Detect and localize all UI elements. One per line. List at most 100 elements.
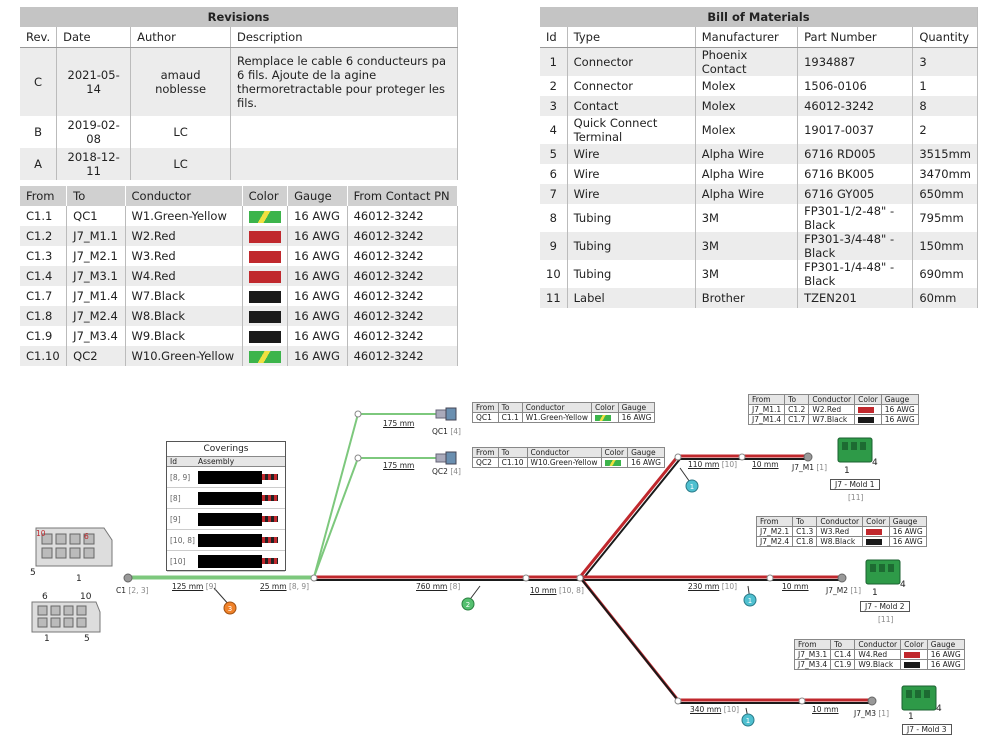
bom-cell: Quick Connect Terminal xyxy=(567,116,696,144)
bom-cell: 7 xyxy=(540,184,568,204)
mini-header-cell: Gauge xyxy=(617,402,656,413)
mini-to: C1.9 xyxy=(830,659,856,670)
color-swatch xyxy=(604,460,621,466)
revision-cell: amaud noblesse xyxy=(130,47,231,116)
mini-from: J7_M2.1 xyxy=(755,526,794,537)
mini-conductor: W2.Red xyxy=(808,404,856,415)
bom-cell: Connector xyxy=(567,47,696,76)
bom-cell: 10 xyxy=(540,260,568,288)
mini-to: C1.7 xyxy=(784,414,810,425)
seg-10-m3-label: 10 mm xyxy=(812,705,839,714)
bom-cell: 3 xyxy=(540,96,568,116)
c1-label: C1 [2, 3] xyxy=(116,586,149,595)
c1b-pin-10-label: 10 xyxy=(80,592,92,602)
m2-pin4: 4 xyxy=(900,580,906,590)
bom-cell: 8 xyxy=(540,204,568,232)
wire-pn: 46012-3242 xyxy=(347,206,459,226)
j7m1-end-node xyxy=(803,452,813,462)
seg-340-label: 340 mm [10] xyxy=(690,705,740,714)
covering-wire-tail xyxy=(262,536,278,543)
wire-to: J7_M1.4 xyxy=(66,286,126,306)
seg-110-label: 110 mm [10] xyxy=(688,460,738,469)
wire-conductor: W8.Black xyxy=(125,306,243,326)
j7m2-label: J7_M2 [1] xyxy=(826,586,861,595)
revision-cell: B xyxy=(20,116,58,148)
bom-cell: 2 xyxy=(540,76,568,96)
wire-conductor: W10.Green-Yellow xyxy=(125,346,243,366)
bom-cell: 3M xyxy=(695,232,799,260)
covering-id: [10, 8] xyxy=(170,535,195,545)
bom-col-1: Type xyxy=(567,27,696,48)
mini-header-cell: Gauge xyxy=(880,394,919,405)
wire-color xyxy=(242,246,289,266)
covering-row: [8, 9] xyxy=(167,467,285,488)
revision-cell: C xyxy=(20,47,58,116)
badge-1a: 1 xyxy=(679,467,699,493)
bom-cell: Molex xyxy=(695,116,799,144)
color-swatch xyxy=(248,310,281,323)
revisions-col-2: Author xyxy=(130,27,231,48)
mini-to: C1.10 xyxy=(497,457,528,468)
wire-pn: 46012-3242 xyxy=(347,266,459,286)
bom-cell: 1 xyxy=(912,76,978,96)
m3-pin4: 4 xyxy=(936,704,942,714)
bom-cell: Molex xyxy=(695,76,799,96)
mini-header-cell: From xyxy=(472,447,499,458)
badge-2: 2 xyxy=(461,585,481,611)
mini-header-cell: Color xyxy=(600,447,629,458)
mini-to: C1.1 xyxy=(497,412,523,423)
covering-id: [8] xyxy=(170,493,181,503)
covering-wire-tail xyxy=(262,494,278,501)
revisions-col-1: Date xyxy=(56,27,132,48)
wire-color xyxy=(242,306,289,326)
covering-id: [8, 9] xyxy=(170,472,191,482)
wire-conductor: W9.Black xyxy=(125,326,243,346)
revision-cell: Remplace le cable 6 conducteurs pa 6 fil… xyxy=(230,47,458,116)
seg-10-m2-label: 10 mm xyxy=(782,582,809,591)
bom-col-3: Part Number xyxy=(797,27,914,48)
wire-from: C1.7 xyxy=(20,286,68,306)
wires-col-1: To xyxy=(66,186,126,206)
bom-cell: Brother xyxy=(695,288,799,308)
wire-gauge: 16 AWG xyxy=(287,286,348,306)
covering-id: [10] xyxy=(170,556,186,566)
junction-nodes xyxy=(310,410,806,705)
bom-cell: 11 xyxy=(540,288,568,308)
bom-cell: 5 xyxy=(540,144,568,164)
mini-header-cell: Conductor xyxy=(521,402,592,413)
revision-cell xyxy=(230,116,458,148)
coverings-title: Coverings xyxy=(167,442,285,457)
color-swatch xyxy=(248,250,281,263)
wire-color xyxy=(242,266,289,286)
wire-from: C1.8 xyxy=(20,306,68,326)
revisions-col-0: Rev. xyxy=(20,27,58,48)
mold1-ref: [11] xyxy=(848,493,864,502)
bom-cell: Alpha Wire xyxy=(695,164,799,184)
wire-from: C1.9 xyxy=(20,326,68,346)
mold1-label: J7 - Mold 1 xyxy=(830,479,880,490)
bom-cell: 46012-3242 xyxy=(797,96,914,116)
m1-pin1: 1 xyxy=(844,466,850,476)
bom-col-4: Quantity xyxy=(912,27,978,48)
bom-cell: Contact xyxy=(567,96,696,116)
bom-cell: Tubing xyxy=(567,204,696,232)
svg-text:1: 1 xyxy=(748,597,752,605)
svg-text:2: 2 xyxy=(466,601,470,609)
wire-from: C1.2 xyxy=(20,226,68,246)
bom-cell: 2 xyxy=(912,116,978,144)
